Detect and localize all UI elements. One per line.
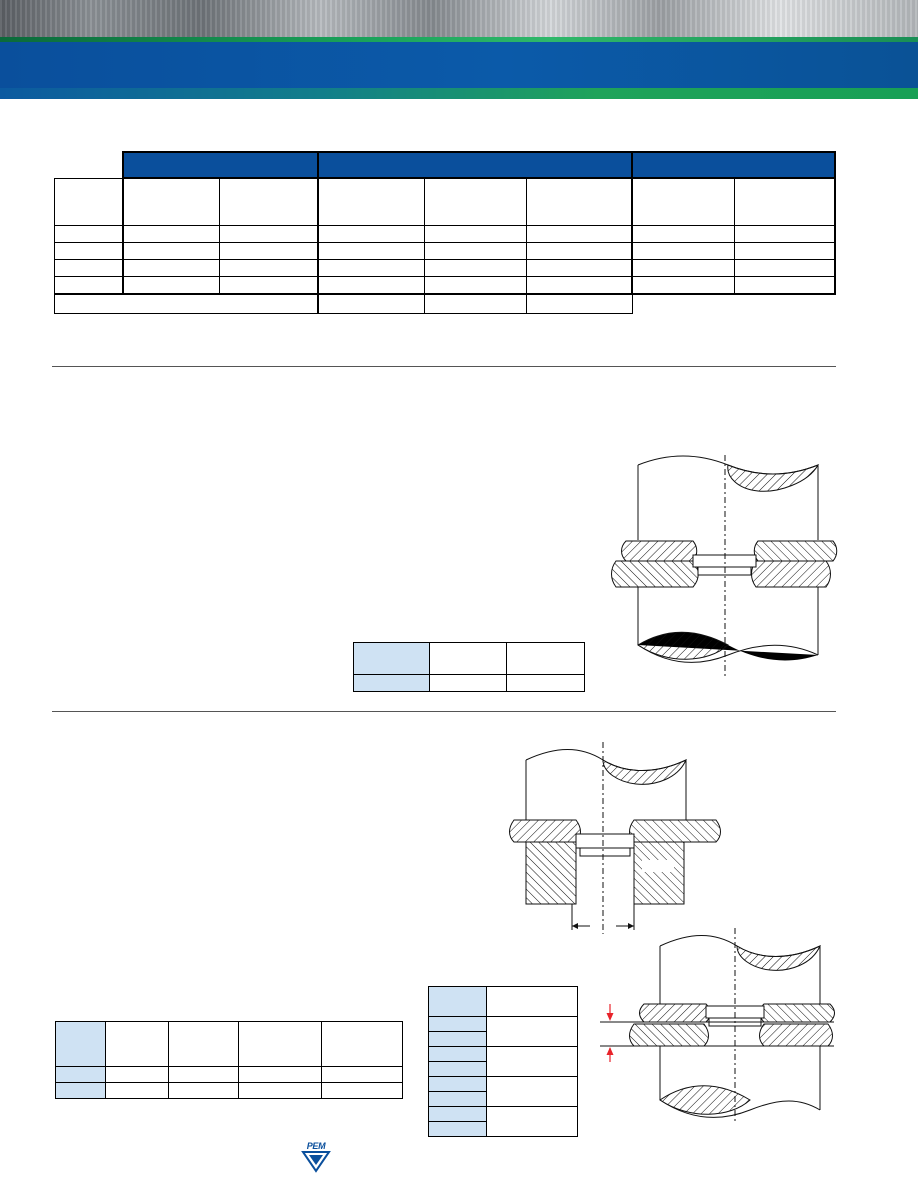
header-blue-band [0,42,918,88]
spec-table-footer-row [53,293,836,314]
spec-table-header-cell [424,177,528,226]
spec-table-header-cell [631,177,735,226]
table-row [428,986,579,1017]
figure-sheet-thickness-diagram [600,928,835,1124]
header-steel-band [0,0,918,37]
pem-logo: PEM [301,1141,331,1173]
hole-table-header [321,1021,403,1067]
pem-logo-text: PEM [306,1141,326,1151]
spec-table-header-cell [218,177,319,226]
figure-hole-anvil-diagram [509,742,721,934]
spec-table [53,151,836,314]
header-green-stripe [0,37,918,42]
table-row [428,1031,578,1047]
installation-table-header [428,642,508,675]
section-divider [52,711,836,712]
figure-installation-punch-anvil [611,455,838,677]
table-row [428,1121,578,1137]
table-row [428,1076,579,1107]
spec-table-header-cell [54,177,124,226]
spec-table-footer-cell [526,293,633,314]
table-row [55,1066,403,1083]
table-row [428,1016,579,1047]
spec-table-corner [55,152,124,178]
spec-table-footer-cell [316,293,426,314]
hole-table-header [238,1021,323,1067]
thickness-table-header [428,986,487,1017]
spec-table-header-cell [733,177,836,226]
section-divider [52,366,836,367]
spec-table-header-cell [316,177,426,226]
table-row [54,242,836,260]
spec-table-group-header [55,151,836,179]
spec-table-column-headers [54,177,836,226]
hole-table-header [167,1021,240,1067]
hole-table-header [104,1021,169,1067]
hole-table [55,1021,403,1099]
table-row [55,1021,403,1067]
table-row [428,1106,579,1137]
spec-table-footer-label [53,293,319,314]
spec-table-header-cell [526,177,633,226]
table-row [54,276,836,295]
installation-table [353,642,585,692]
thickness-table [428,986,579,1137]
table-row [428,1061,578,1077]
table-row [353,642,585,675]
header-gradient-stripe [0,88,918,99]
table-row [54,225,836,243]
spec-table-group-3 [631,151,836,179]
table-row [55,1082,403,1099]
pem-triangle-logo-icon [301,1151,331,1173]
table-row [353,674,585,692]
hole-table-header [55,1021,106,1067]
spec-table-group-2 [316,151,634,179]
spec-table-group-1 [122,151,319,179]
table-row [428,1091,578,1107]
thickness-table-header [485,986,579,1017]
table-row [428,1046,579,1077]
installation-table-header [506,642,585,675]
table-row [54,259,836,277]
spec-table-header-cell [122,177,220,226]
installation-table-header [353,642,430,675]
spec-table-footer-cell [424,293,528,314]
